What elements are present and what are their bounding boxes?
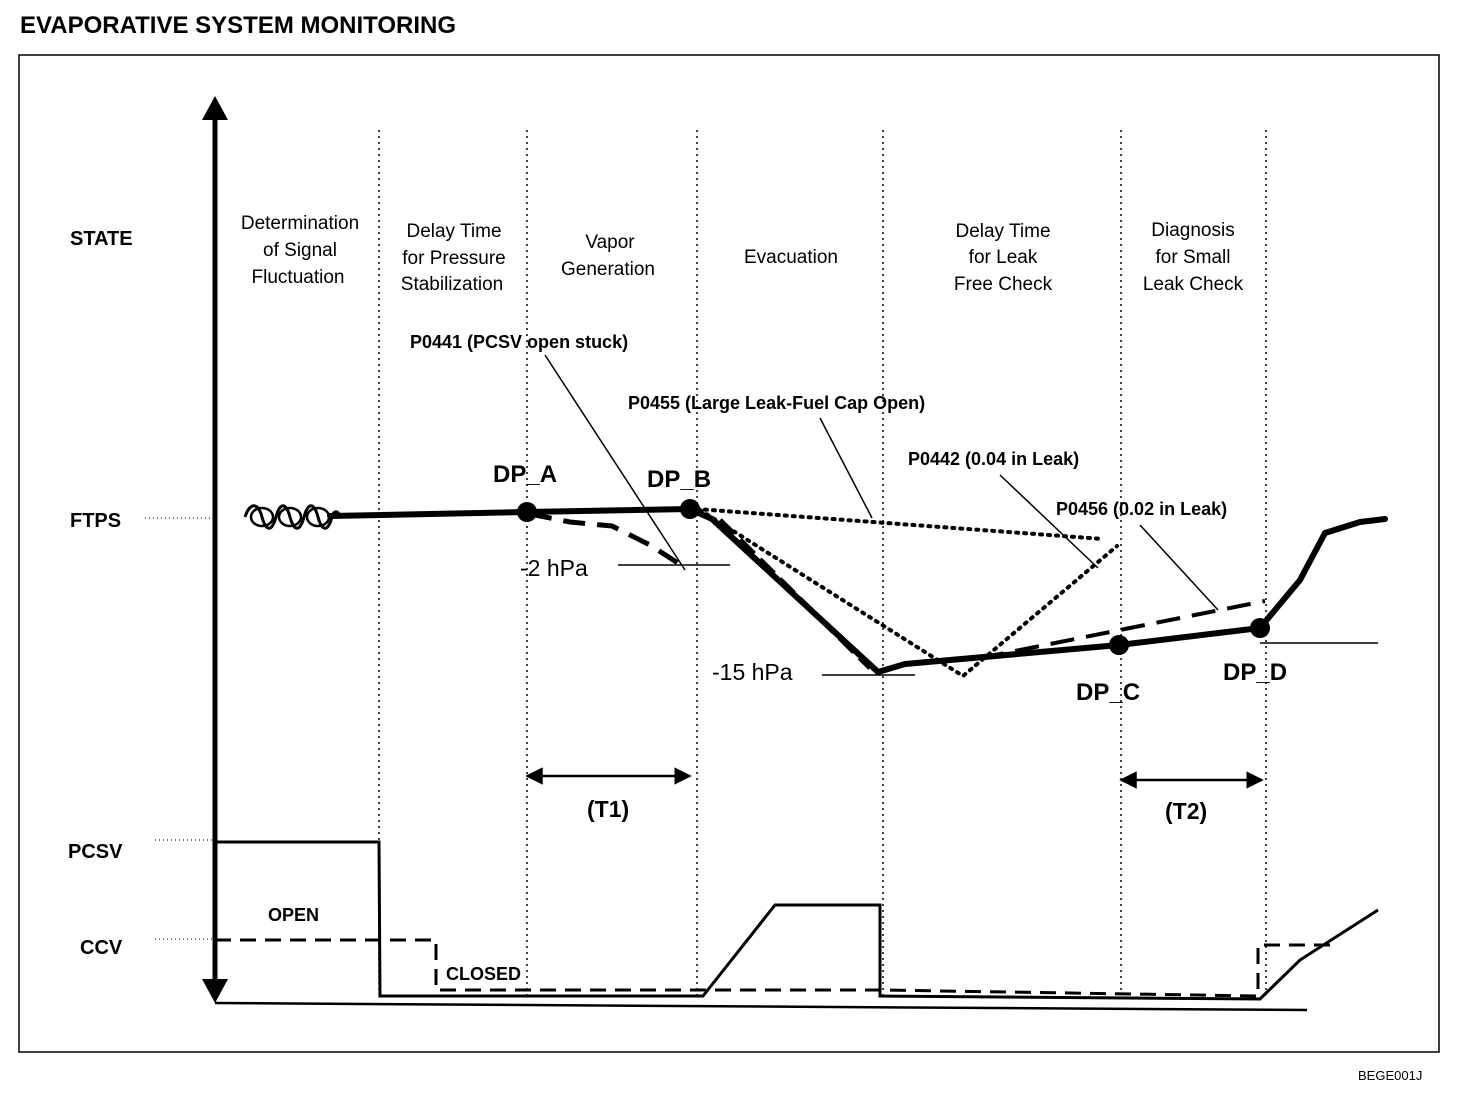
figure-code: BEGE001J [1358,1068,1422,1083]
phase-title-line: Free Check [954,274,1053,295]
dp-a-marker [517,502,537,522]
dp-b-marker [680,499,700,519]
p0441-fault-trace [529,511,686,570]
dtc-leader-lines [544,354,1219,611]
evacuation-dashed-trace [718,518,872,670]
dtc-p0441-label: P0441 (PCSV open stuck) [410,332,628,352]
pressure-label-minus-2hpa: -2 hPa [520,555,588,581]
valve-open-label: OPEN [268,905,319,925]
phase-title-line: Determination [241,213,359,234]
phase-title-line: Diagnosis [1151,220,1234,241]
state-label: STATE [70,228,133,250]
label-leaders [145,517,212,940]
dp-d-label: DP_D [1223,659,1287,686]
page-title: EVAPORATIVE SYSTEM MONITORING [20,12,456,39]
valve-closed-label: CLOSED [446,964,521,984]
p0442-fault-trace [698,508,1119,679]
pcsv-label: PCSV [68,841,123,863]
phase-title-line: for Leak [969,247,1038,268]
signal-fluctuation-loop [277,506,303,528]
p0456-fault-trace [979,599,1266,660]
phase-title-line: Delay Time [406,221,501,242]
axis-arrow-down-icon [202,979,228,1003]
phase-title-line: Evacuation [744,247,838,268]
pcsv-signal-trace [215,840,1379,1001]
dp-c-label: DP_C [1076,679,1140,706]
baseline [214,1001,1308,1012]
signal-fluctuation-loop [249,506,275,528]
phase-dividers [378,130,1267,995]
dp-d-marker [1250,618,1270,638]
phase-title-line: for Pressure [402,248,505,269]
phase-title-line: Fluctuation [252,267,345,288]
ccv-label: CCV [80,937,123,959]
dp-c-marker [1109,635,1129,655]
axis-arrow-up-icon [202,96,228,120]
dtc-p0442-label: P0442 (0.04 in Leak) [908,449,1079,469]
phase-title-line: Generation [561,259,655,280]
ftps-label: FTPS [70,510,121,532]
p0455-fault-trace [695,507,1105,541]
pressure-label-minus-15hpa: -15 hPa [712,659,793,685]
phase-title-line: for Small [1156,247,1231,268]
dtc-p0455-label: P0455 (Large Leak-Fuel Cap Open) [628,393,925,413]
ccv-signal-trace [215,938,1330,998]
phase-title-line: Stabilization [401,274,503,295]
dp-a-label: DP_A [493,461,557,488]
diagram-frame [18,54,1440,1053]
t1-label: (T1) [587,796,629,822]
phase-title-line: Delay Time [955,221,1050,242]
signal-fluctuation-trace [243,504,342,530]
dp-b-label: DP_B [647,466,711,493]
t2-label: (T2) [1165,798,1207,824]
phase-titles: Determination of Signal Fluctuation Dela… [241,213,1244,295]
dtc-p0456-label: P0456 (0.02 in Leak) [1056,499,1227,519]
phase-title-line: Leak Check [1143,274,1244,295]
phase-title-line: Vapor [585,232,635,253]
phase-title-line: of Signal [263,240,337,261]
ftps-pressure-curve [327,506,1388,675]
